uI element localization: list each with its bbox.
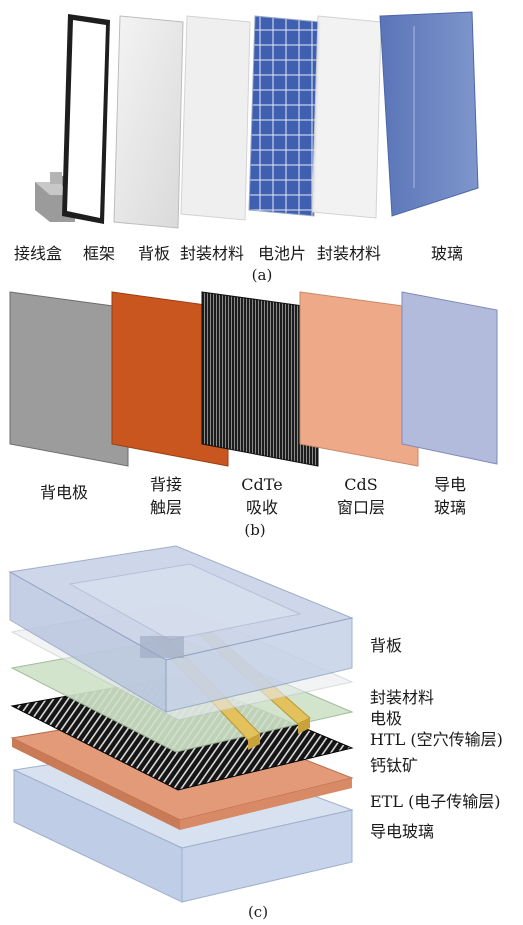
label-cds-line2: 窗口层 [337, 498, 385, 517]
panel-c: 背板 封装材料 电极 HTL (空穴传输层) 钙钛矿 ETL (电子传输层) 导… [8, 545, 503, 921]
caption-b: (b) [244, 521, 265, 539]
label-backsheet-c: 背板 [370, 636, 402, 655]
panel-b: 背电极 背接 触层 CdTe 吸收 CdS 窗口层 导电 玻璃 (b) [9, 291, 498, 539]
cds-window-illustration [299, 291, 419, 467]
label-back-contact-line2: 触层 [150, 498, 182, 517]
solar-cells-illustration [248, 15, 321, 217]
label-conductive-glass-line1: 导电 [434, 475, 466, 494]
label-glass: 玻璃 [431, 244, 463, 263]
label-htl-c: HTL (空穴传输层) [370, 730, 503, 749]
backsheet-illustration [113, 15, 184, 229]
label-solar-cells: 电池片 [258, 244, 306, 263]
cdte-absorber-illustration [201, 291, 319, 467]
frame-illustration [62, 14, 110, 224]
conductive-glass-illustration [401, 291, 498, 465]
label-cdte-line2: 吸收 [246, 498, 278, 517]
back-contact-illustration [111, 291, 229, 467]
glass-illustration [379, 11, 479, 217]
label-perovskite-c: 钙钛矿 [370, 756, 418, 775]
label-conductive-glass-c: 导电玻璃 [370, 822, 434, 841]
label-encapsulant-c: 封装材料 [370, 688, 434, 707]
label-frame: 框架 [83, 244, 115, 263]
encapsulant-illustration-2 [311, 15, 382, 219]
label-junction-box: 接线盒 [14, 244, 62, 263]
label-cdte-line1: CdTe [241, 475, 282, 494]
label-back-contact-line1: 背接 [150, 475, 182, 494]
label-electrode-c: 电极 [370, 709, 402, 728]
backsheet-slab [8, 545, 354, 713]
encapsulant-illustration-1 [180, 15, 251, 221]
label-conductive-glass-line2: 玻璃 [434, 498, 466, 517]
label-encapsulant-2: 封装材料 [317, 244, 381, 263]
caption-c: (c) [248, 903, 268, 921]
caption-a: (a) [252, 266, 273, 284]
label-backsheet: 背板 [138, 244, 170, 263]
back-electrode-illustration [9, 291, 129, 467]
label-etl-c: ETL (电子传输层) [370, 792, 501, 811]
label-back-electrode: 背电极 [40, 483, 88, 502]
panel-a: 接线盒 框架 背板 封装材料 电池片 封装材料 玻璃 (a) [14, 11, 479, 284]
label-encapsulant-1: 封装材料 [180, 244, 244, 263]
label-cds-line1: CdS [344, 475, 377, 494]
